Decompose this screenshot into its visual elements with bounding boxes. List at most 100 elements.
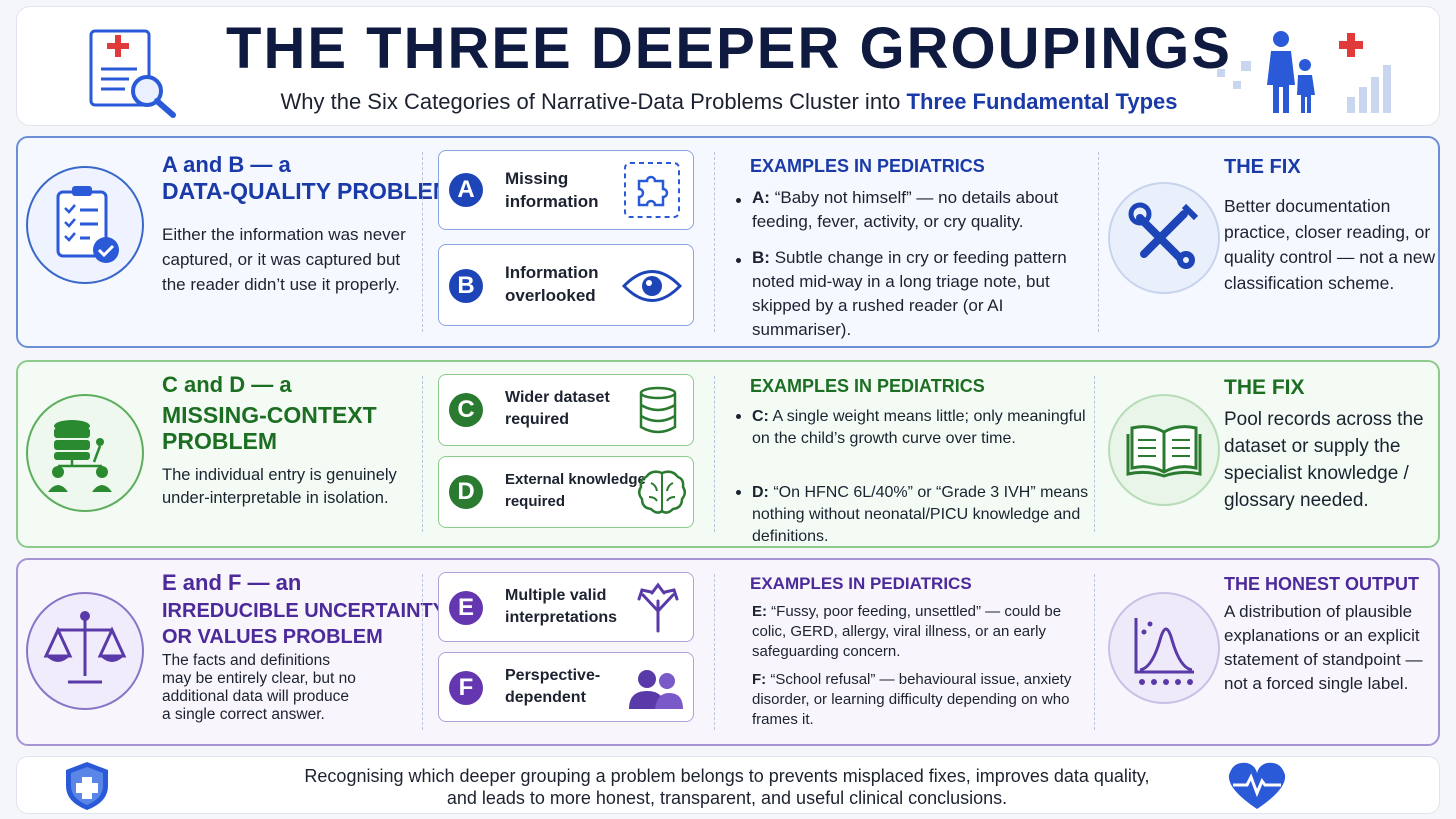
header-banner: THE THREE DEEPER GROUPINGS Why the Six C… <box>16 6 1440 126</box>
grouping-ab-heading: A and B — a DATA-QUALITY PROBLEM <box>162 152 452 204</box>
fix-ab-icon-badge <box>1108 182 1220 294</box>
grouping-ab-examples-heading: EXAMPLES IN PEDIATRICS <box>750 156 985 176</box>
page-title: THE THREE DEEPER GROUPINGS <box>226 16 1232 81</box>
example-b-key: B: <box>752 248 770 267</box>
scales-icon <box>43 611 127 684</box>
puzzle-icon <box>624 162 680 218</box>
example-c-text: A single weight means little; only meani… <box>752 408 1086 447</box>
distribution-chart-icon <box>1134 618 1194 685</box>
eye-icon <box>621 270 683 302</box>
divider <box>714 376 715 532</box>
grouping-ef-heading-line2: IRREDUCIBLE UNCERTAINTY <box>162 600 447 622</box>
category-e-label-line1: Multiple valid <box>505 587 607 604</box>
category-b-card: B Information overlooked <box>438 244 694 326</box>
category-d-label-line2: required <box>505 493 566 510</box>
category-c-label: Wider dataset required <box>505 387 610 431</box>
divider <box>1094 574 1095 730</box>
divider <box>422 376 423 532</box>
category-d-badge: D <box>449 475 483 509</box>
example-d: D: “On HFNC 6L/40%” or “Grade 3 IVH” mea… <box>752 482 1092 548</box>
category-c-label-line2: required <box>505 411 570 428</box>
example-c-key: C: <box>752 408 769 425</box>
footer-banner: Recognising which deeper grouping a prob… <box>16 756 1440 814</box>
grouping-ab-heading-line1: A and B — a <box>162 152 291 177</box>
grouping-ab-description: Either the information was never capture… <box>162 225 406 294</box>
database-icon <box>639 386 677 434</box>
grouping-cd-description: The individual entry is genuinely under-… <box>162 466 397 507</box>
category-b-badge: B <box>449 269 483 303</box>
output-ef-icon-badge <box>1108 592 1220 704</box>
category-a-card: A Missing information <box>438 150 694 230</box>
grouping-ab-heading-line2: DATA-QUALITY PROBLEM <box>162 178 453 204</box>
footer-text-line2: and leads to more honest, transparent, a… <box>446 788 1008 808</box>
grouping-ef-section: E and F — an IRREDUCIBLE UNCERTAINTY OR … <box>16 558 1440 746</box>
grouping-cd-icon-badge <box>26 394 144 512</box>
page-subtitle: Why the Six Categories of Narrative-Data… <box>17 89 1441 115</box>
subtitle-text: Why the Six Categories of Narrative-Data… <box>280 89 907 114</box>
grouping-cd-heading: C and D — a MISSING-CONTEXT PROBLEM <box>162 372 377 454</box>
tools-icon <box>1128 202 1199 269</box>
database-network-icon <box>48 420 112 492</box>
bullet <box>736 490 741 495</box>
grouping-ab-icon-badge <box>26 166 144 284</box>
category-e-badge: E <box>449 591 483 625</box>
category-e-card: E Multiple valid interpretations <box>438 572 694 642</box>
category-c-badge: C <box>449 393 483 427</box>
example-a: A: “Baby not himself” — no details about… <box>752 186 1092 234</box>
grouping-ef-heading-line1: E and F — an <box>162 570 302 595</box>
fix-ab-heading: THE FIX <box>1224 156 1301 178</box>
divider <box>422 574 423 730</box>
bullet <box>736 198 741 203</box>
parent-child-health-icon <box>1217 31 1391 113</box>
category-a-label-line1: Missing <box>505 169 569 188</box>
example-f: F: “School refusal” — behavioural issue,… <box>752 670 1092 730</box>
divider <box>422 152 423 332</box>
example-e-text: “Fussy, poor feeding, unsettled” — could… <box>752 603 1062 660</box>
grouping-ef-examples-heading: EXAMPLES IN PEDIATRICS <box>750 574 972 593</box>
grouping-cd-heading-line1: C and D — a <box>162 372 292 397</box>
category-b-label-line2: overlooked <box>505 286 596 305</box>
example-f-text: “School refusal” — behavioural issue, an… <box>752 671 1072 728</box>
fix-cd-heading: THE FIX <box>1224 376 1305 399</box>
category-a-label-line2: information <box>505 192 599 211</box>
category-a-label: Missing information <box>505 167 599 213</box>
category-f-badge: F <box>449 671 483 705</box>
fix-cd-icon-badge <box>1108 394 1220 506</box>
bullet <box>736 414 741 419</box>
example-c: C: A single weight means little; only me… <box>752 406 1092 450</box>
grouping-ef-icon-badge <box>26 592 144 710</box>
grouping-cd-examples-heading: EXAMPLES IN PEDIATRICS <box>750 376 985 396</box>
category-d-card: D External knowledge required <box>438 456 694 528</box>
medical-report-search-icon <box>89 29 176 118</box>
category-e-label-line2: interpretations <box>505 609 618 626</box>
category-f-label-line1: Perspective- <box>505 667 601 684</box>
example-a-key: A: <box>752 188 770 207</box>
divider <box>714 574 715 730</box>
category-f-label: Perspective- dependent <box>505 665 600 709</box>
example-d-key: D: <box>752 484 769 501</box>
category-c-label-line1: Wider dataset <box>505 389 610 406</box>
category-d-label: External knowledge required <box>505 469 646 513</box>
grouping-cd-heading-line3: PROBLEM <box>162 428 277 454</box>
divider <box>1098 152 1099 332</box>
subtitle-emphasis: Three Fundamental Types <box>906 89 1178 114</box>
fix-cd-text: Pool records across the dataset or suppl… <box>1224 409 1424 511</box>
grouping-ab-section: A and B — a DATA-QUALITY PROBLEM Either … <box>16 136 1440 348</box>
category-e-label: Multiple valid interpretations <box>505 585 617 629</box>
category-b-label-line1: Information <box>505 263 599 282</box>
footer-text-line1: Recognising which deeper grouping a prob… <box>304 766 1150 786</box>
category-b-label: Information overlooked <box>505 261 599 307</box>
example-f-key: F: <box>752 671 767 688</box>
category-f-label-line2: dependent <box>505 689 586 706</box>
example-b: B: Subtle change in cry or feeding patte… <box>752 246 1092 342</box>
example-e: E: “Fussy, poor feeding, unsettled” — co… <box>752 602 1092 662</box>
category-d-label-line1: External knowledge <box>505 471 646 488</box>
grouping-cd-section: C and D — a MISSING-CONTEXT PROBLEM The … <box>16 360 1440 548</box>
book-icon <box>1126 425 1202 478</box>
example-d-text: “On HFNC 6L/40%” or “Grade 3 IVH” means … <box>752 484 1089 545</box>
branching-arrows-icon <box>637 582 679 633</box>
brain-icon <box>638 470 686 514</box>
grouping-ef-description: The facts and definitions may be entirel… <box>162 652 356 723</box>
example-b-text: Subtle change in cry or feeding pattern … <box>752 248 1067 339</box>
bullet <box>736 258 741 263</box>
